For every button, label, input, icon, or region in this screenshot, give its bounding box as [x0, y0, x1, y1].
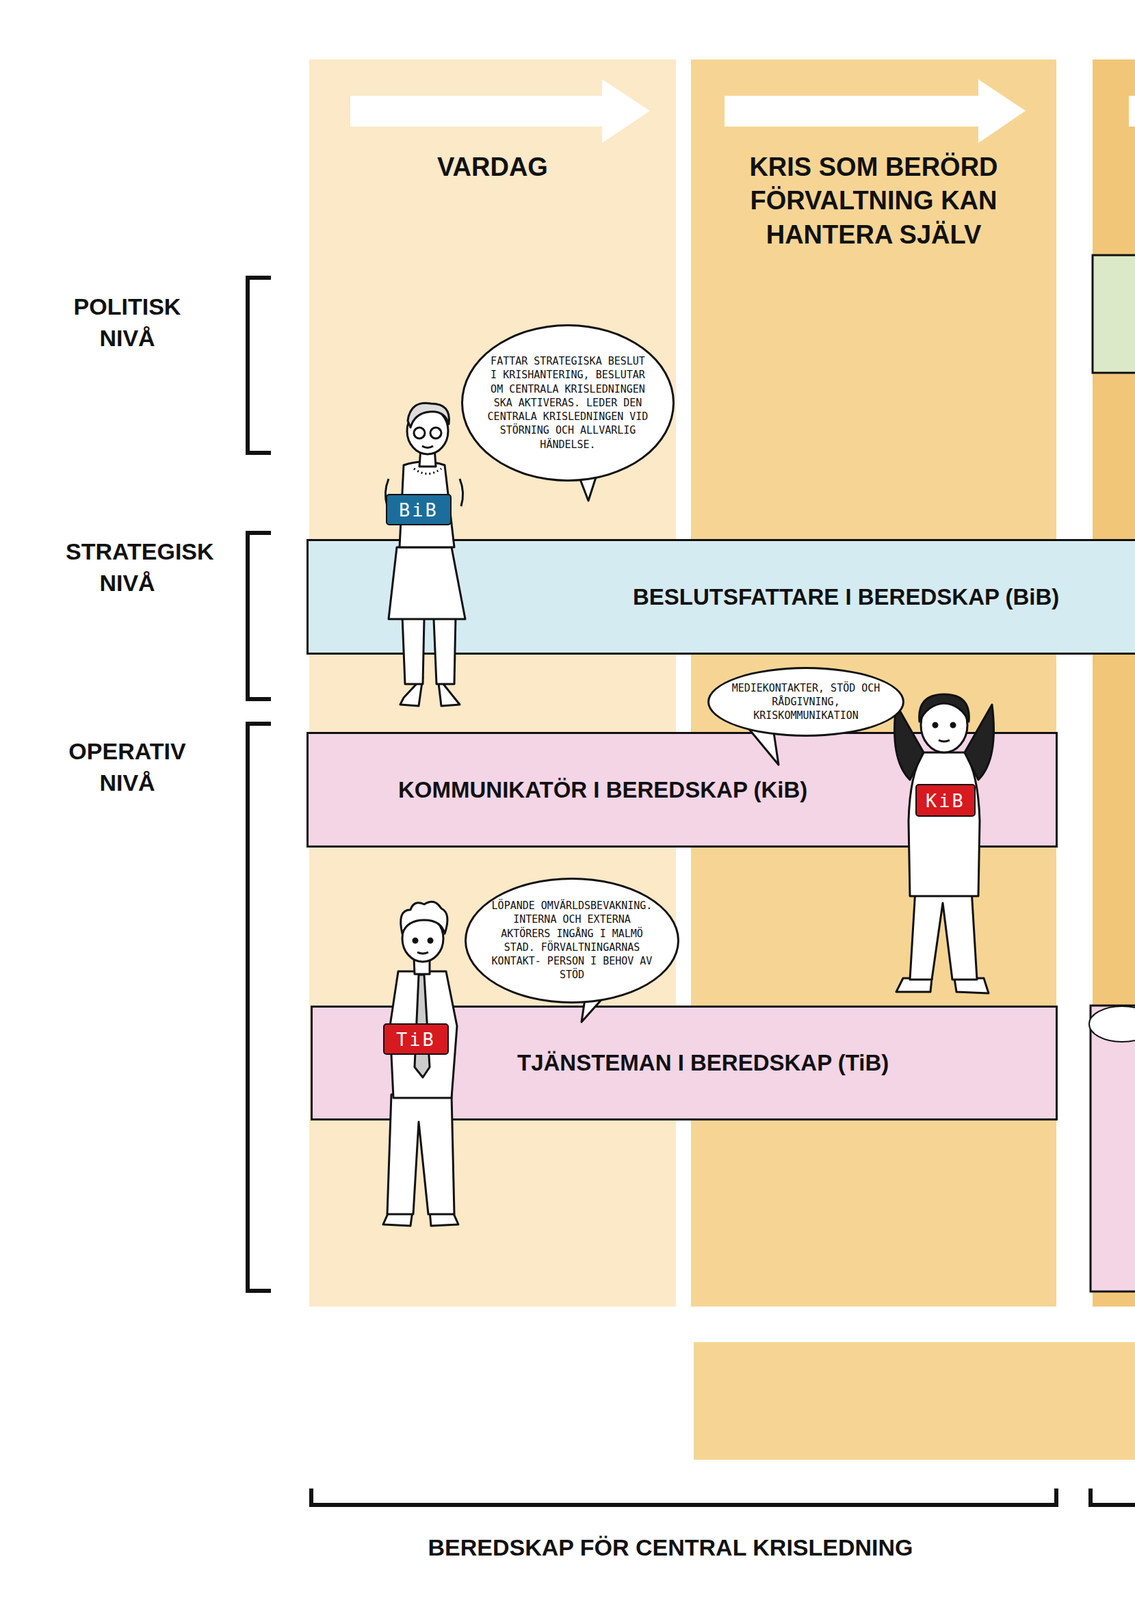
role-sign: KiB [915, 784, 976, 817]
sign-text: TiB [396, 1028, 436, 1051]
cut-panel [1092, 255, 1135, 373]
sign-text: KiB [925, 790, 966, 812]
band-title: TJÄNSTEMAN I BEREDSKAP (TiB) [517, 1050, 889, 1077]
speech-bubble: FATTAR STRATEGISKA BESLUT I KRISHANTERIN… [461, 324, 675, 482]
bubble-tails [574, 462, 779, 1023]
level-label: STRATEGISK NIVÅ [24, 536, 230, 600]
band-title: BESLUTSFATTARE I BEREDSKAP (BiB) [632, 584, 1060, 611]
role-sign: BiB [385, 493, 452, 526]
role-sign: TiB [383, 1023, 449, 1055]
speech-bubble: MEDIEKONTAKTER, STÖD OCH RÅDGIVNING, KRI… [707, 667, 905, 737]
level-label: POLITISK NIVÅ [24, 291, 230, 355]
tib-figure [383, 901, 459, 1226]
bubble-text: LÖPANDE OMVÄRLDSBEVAKNING. INTERNA OCH E… [487, 898, 657, 983]
sign-text: BiB [398, 499, 439, 521]
bracket-label: BEREDSKAP FÖR CENTRAL KRISLEDNING [328, 1532, 1013, 1564]
band-title: KOMMUNIKATÖR I BEREDSKAP (KiB) [398, 777, 808, 804]
arrows [350, 79, 1135, 143]
bubble-text: FATTAR STRATEGISKA BESLUT I KRISHANTERIN… [486, 354, 650, 452]
bib-figure [385, 402, 466, 707]
speech-bubble: LÖPANDE OMVÄRLDSBEVAKNING. INTERNA OCH E… [464, 877, 680, 1004]
cut-panel [1090, 1005, 1135, 1292]
column-heading: KRIS SOM BERÖRD FÖRVALTNING KAN HANTERA … [711, 150, 1036, 252]
kib-figure [894, 694, 995, 994]
cut-bubble [1089, 1006, 1135, 1042]
column-heading: VARDAG [329, 150, 656, 185]
empty-panel [693, 1342, 1135, 1460]
bubble-text: MEDIEKONTAKTER, STÖD OCH RÅDGIVNING, KRI… [727, 681, 885, 724]
level-label: OPERATIV NIVÅ [24, 736, 230, 800]
